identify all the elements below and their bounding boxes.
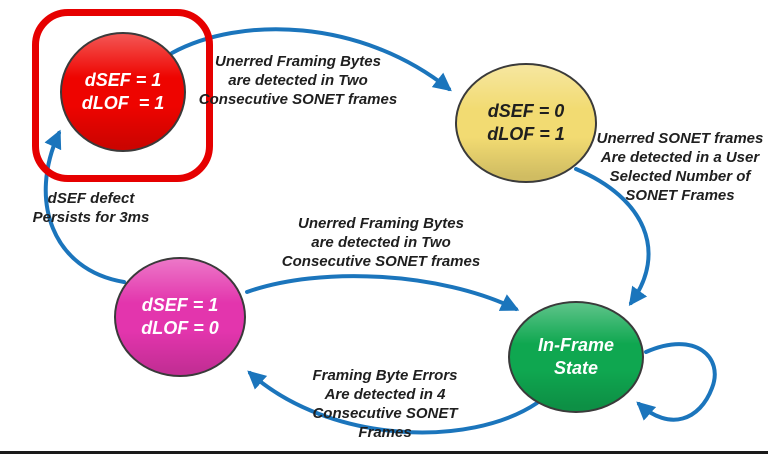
label-yellow-to-green: Unerred SONET frames Are detected in a U…	[592, 129, 768, 205]
state-label-line: dSEF = 1	[141, 295, 219, 315]
label-line: Are detected in 4	[324, 386, 446, 403]
state-label-line: dLOF = 1	[81, 93, 165, 113]
arrow-green-to-magenta	[247, 370, 539, 435]
label-line: Persists for 3ms	[32, 209, 150, 226]
state-dsef0-dlof1: dSEF = 0 dLOF = 1	[455, 63, 597, 183]
label-line: Consecutive SONET	[312, 405, 458, 422]
label-line: Framing Byte Errors	[312, 367, 458, 384]
label-line: Consecutive SONET frames	[198, 91, 398, 108]
highlight-box-current-state	[32, 9, 213, 182]
label-line: are detected in Two	[228, 72, 368, 89]
label-line: Unerred Framing Bytes	[215, 53, 381, 70]
label-line: Unerred SONET frames	[596, 130, 764, 147]
label-magenta-to-green: Unerred Framing Bytes are detected in Tw…	[274, 214, 488, 271]
state-dsef1-dlof1: dSEF = 1 dLOF = 1	[60, 32, 186, 152]
label-green-to-magenta: Framing Byte Errors Are detected in 4 Co…	[289, 366, 481, 442]
state-label-line: dLOF = 1	[487, 124, 565, 144]
state-in-frame: In-Frame State	[508, 301, 644, 413]
state-dsef1-dlof0: dSEF = 1 dLOF = 0	[114, 257, 246, 377]
label-line: Unerred Framing Bytes	[298, 215, 464, 232]
arrow-magenta-to-green	[245, 274, 520, 311]
state-label-line: State	[553, 358, 598, 378]
label-line: dSEF defect	[47, 190, 135, 207]
label-line: SONET Frames	[625, 187, 735, 204]
label-line: are detected in Two	[311, 234, 451, 251]
bottom-divider-line	[0, 451, 768, 454]
state-label-line: dSEF = 0	[487, 101, 565, 121]
arrow-yellow-to-green	[574, 167, 651, 306]
label-magenta-to-red: dSEF defect Persists for 3ms	[30, 189, 152, 227]
state-label-line: dSEF = 1	[84, 70, 162, 90]
label-line: Are detected in a User	[600, 149, 760, 166]
label-line: Consecutive SONET frames	[281, 253, 481, 270]
state-label-line: dLOF = 0	[141, 318, 219, 338]
label-line: Frames	[358, 424, 412, 441]
state-label-line: In-Frame	[537, 335, 615, 355]
label-line: Selected Number of	[609, 168, 751, 185]
arrow-green-self-loop	[636, 342, 717, 422]
label-red-to-yellow: Unerred Framing Bytes are detected in Tw…	[191, 52, 405, 109]
